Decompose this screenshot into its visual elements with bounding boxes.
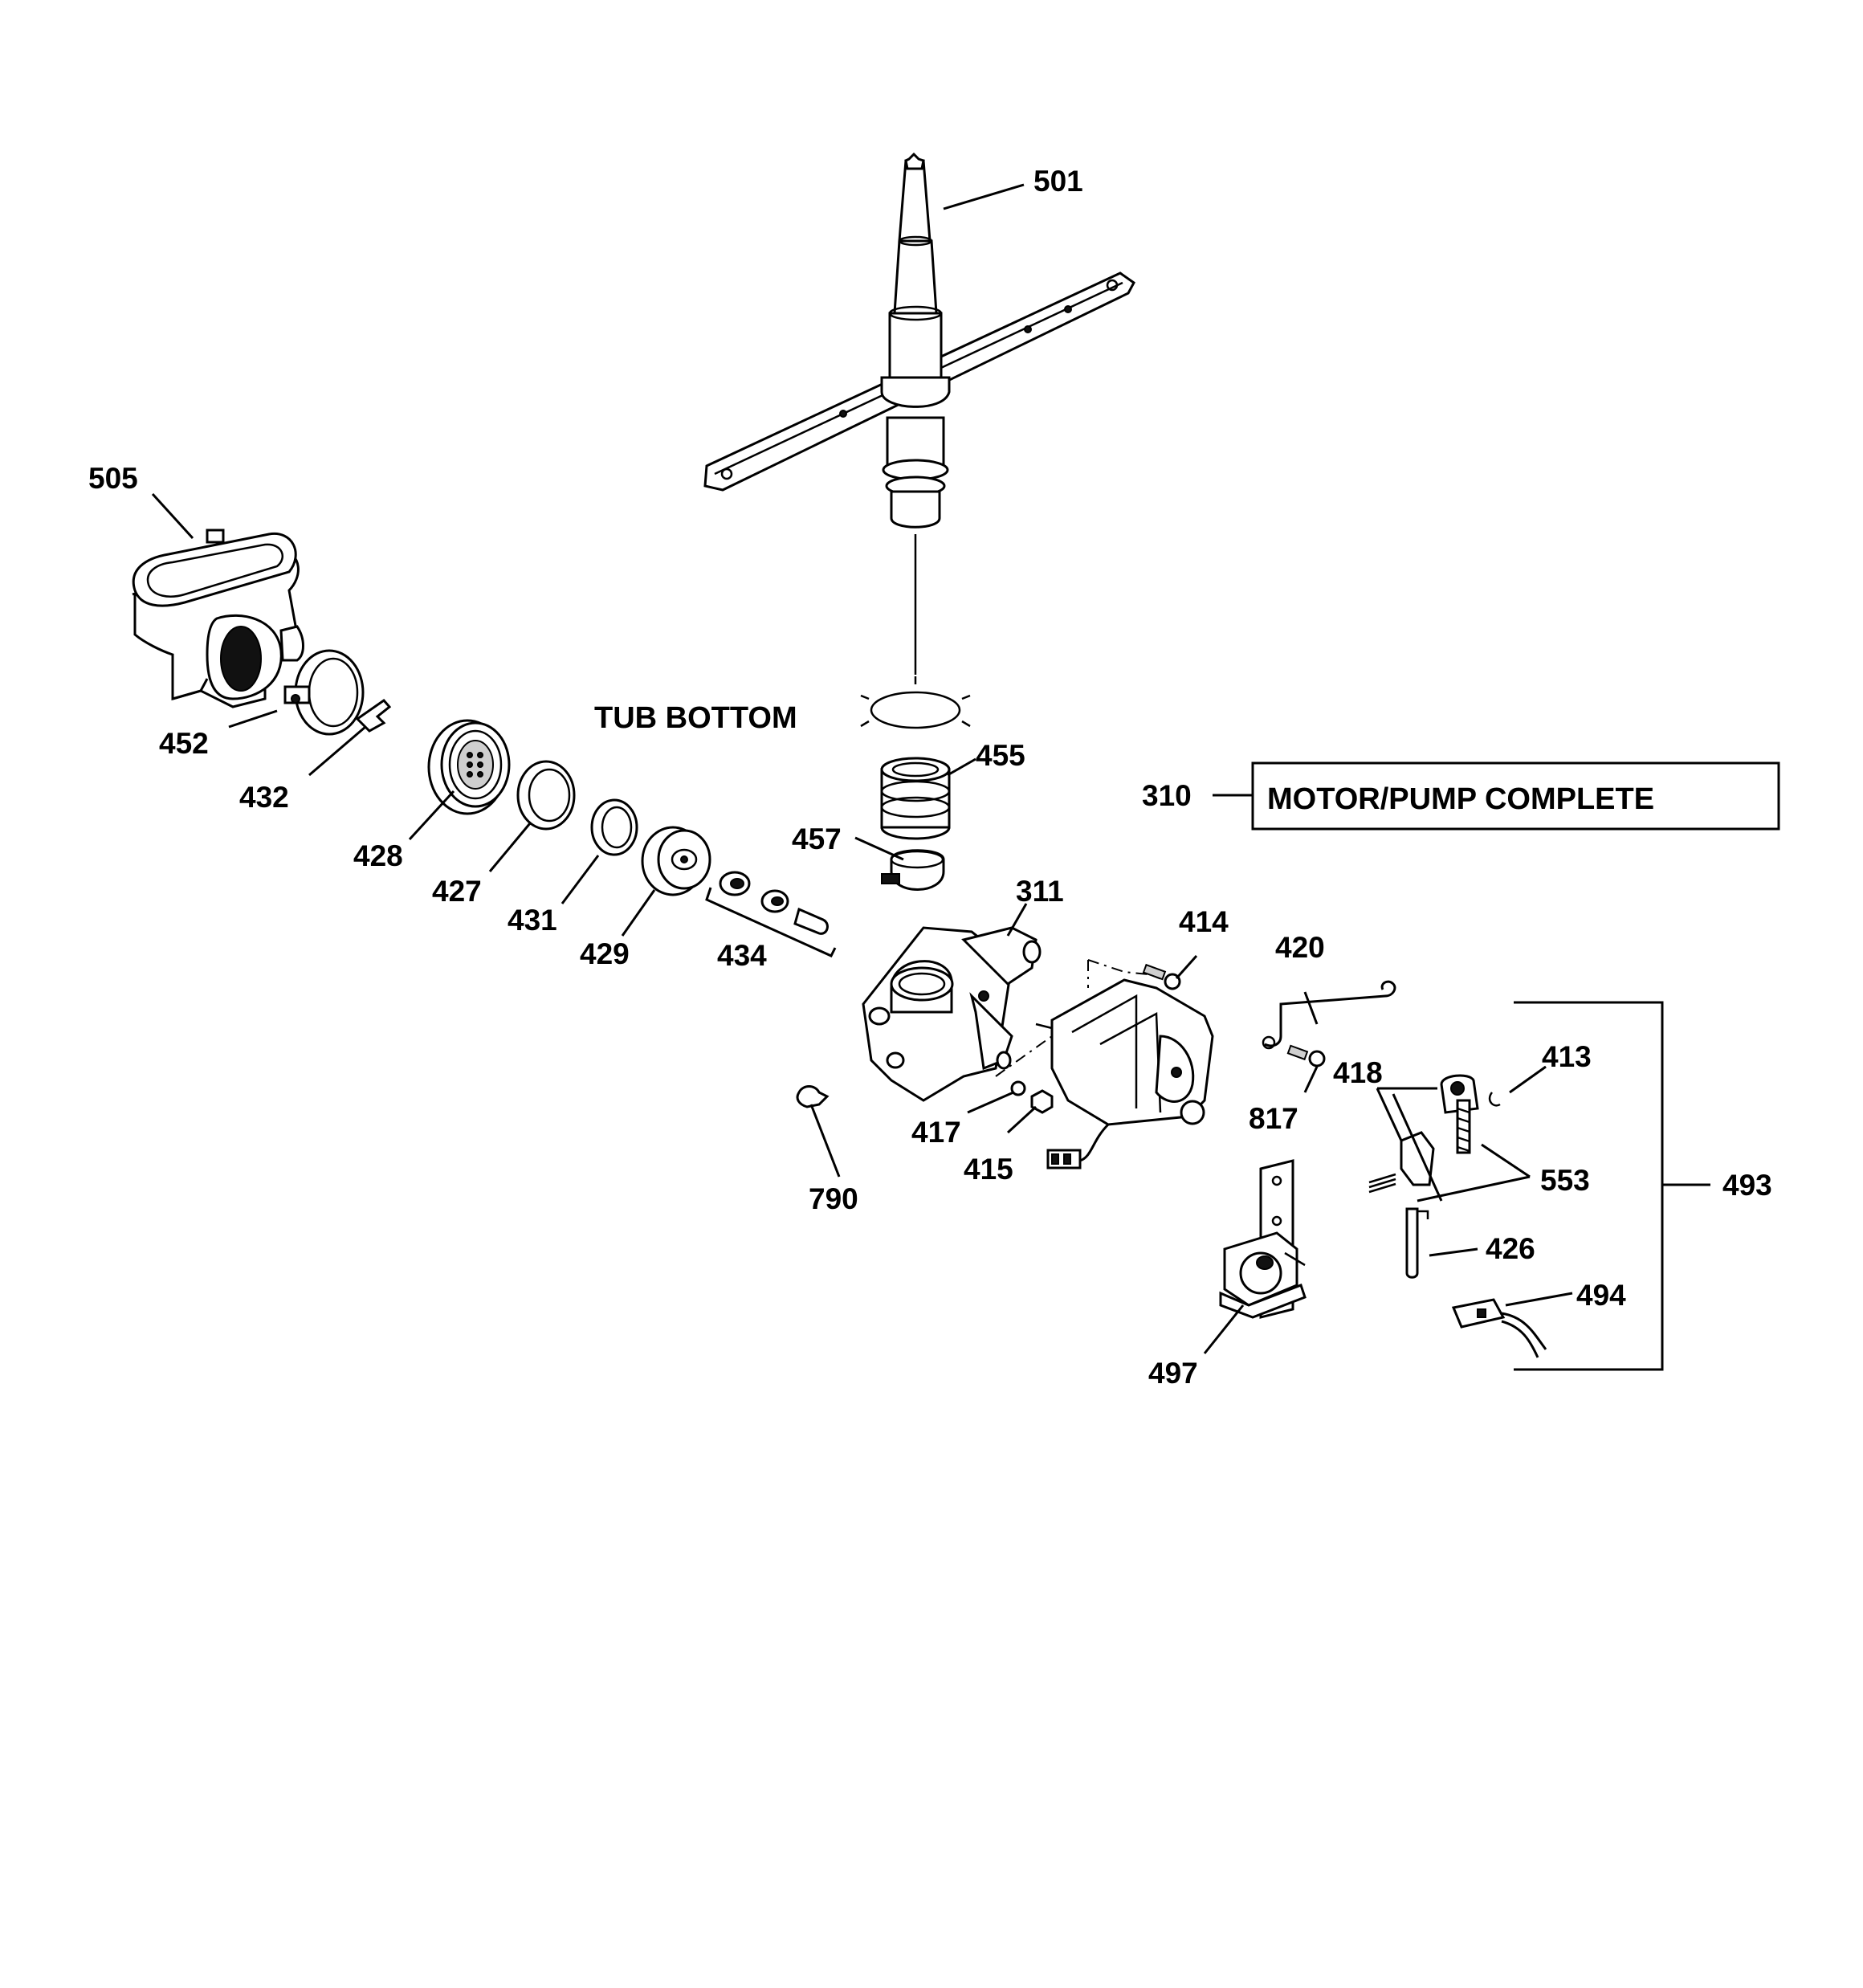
bellows-455 — [880, 757, 951, 840]
parts-434 — [705, 871, 837, 957]
parts-418-413-553 — [1368, 1074, 1501, 1194]
pump-housing-311 — [862, 926, 1042, 1102]
part-432: 432 — [239, 781, 289, 814]
part-427: 427 — [432, 875, 482, 908]
part-310: 310 — [1142, 779, 1192, 812]
part-505: 505 — [88, 462, 138, 495]
washer-417 — [1010, 1080, 1026, 1096]
dashed-axis — [995, 1035, 1053, 1077]
part-413: 413 — [1542, 1040, 1592, 1073]
screw-817 — [1286, 1044, 1326, 1067]
clip-790 — [796, 1085, 830, 1108]
filter-428 — [427, 719, 511, 815]
rod-420 — [1262, 980, 1396, 1050]
tub-bottom-ring — [860, 676, 971, 729]
solenoid-497 — [1219, 1159, 1307, 1319]
connector-494 — [1451, 1298, 1547, 1358]
part-457: 457 — [792, 823, 842, 855]
part-501: 501 — [1033, 165, 1083, 198]
sump-housing-505 — [132, 529, 304, 708]
pin-426 — [1405, 1207, 1429, 1279]
tub-bottom-label: TUB BOTTOM — [594, 701, 797, 735]
clamp-457 — [881, 849, 945, 891]
spray-arm-assembly — [703, 152, 1135, 675]
impeller-429 — [641, 826, 711, 896]
part-497: 497 — [1148, 1357, 1198, 1390]
part-418: 418 — [1333, 1056, 1383, 1089]
part-429: 429 — [580, 937, 630, 970]
part-455: 455 — [976, 739, 1025, 772]
part-790: 790 — [809, 1182, 858, 1215]
part-493: 493 — [1722, 1169, 1772, 1202]
part-415: 415 — [964, 1153, 1013, 1186]
leader-lines — [151, 183, 1710, 1371]
nut-415 — [1030, 1089, 1054, 1114]
part-817: 817 — [1249, 1102, 1298, 1135]
part-553: 553 — [1540, 1164, 1590, 1197]
part-414: 414 — [1179, 905, 1229, 938]
part-420: 420 — [1275, 931, 1325, 964]
part-417: 417 — [911, 1116, 961, 1149]
ring-427 — [516, 760, 576, 831]
part-494: 494 — [1576, 1279, 1626, 1312]
part-428: 428 — [353, 839, 403, 872]
part-426: 426 — [1486, 1232, 1535, 1265]
clip-432 — [355, 699, 392, 733]
part-452: 452 — [159, 727, 209, 760]
hose-clamp-452 — [283, 649, 365, 736]
ring-431 — [590, 798, 638, 856]
part-311: 311 — [1016, 875, 1064, 908]
motor — [1035, 978, 1214, 1170]
motor-pump-complete-label: MOTOR/PUMP COMPLETE — [1267, 782, 1654, 816]
part-434: 434 — [717, 939, 767, 972]
motor-pump-box — [1251, 761, 1780, 831]
part-431: 431 — [508, 904, 557, 937]
